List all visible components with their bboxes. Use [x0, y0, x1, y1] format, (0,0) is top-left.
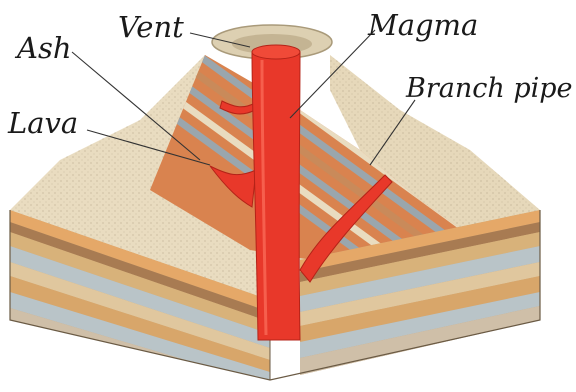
magma-conduit	[252, 52, 300, 340]
ash-label: Ash	[14, 31, 72, 65]
magma-top	[252, 45, 300, 59]
lava-label: Lava	[7, 106, 78, 140]
vent-label: Vent	[118, 10, 184, 44]
branch-pipe-label: Branch pipe	[405, 73, 573, 104]
magma-label: Magma	[367, 8, 478, 42]
